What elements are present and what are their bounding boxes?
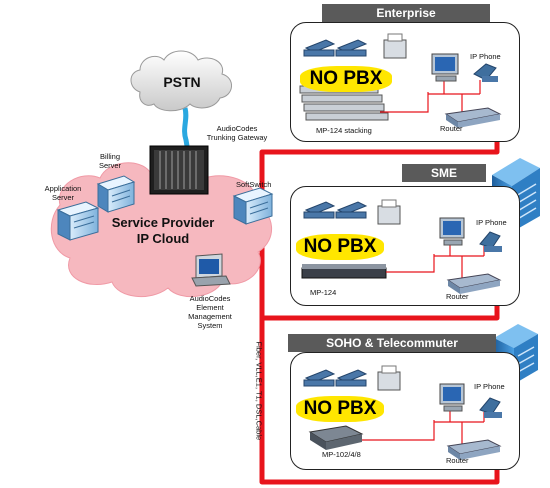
enterprise-ip-phone-icon: [473, 63, 498, 82]
application-server-label: Application Server: [44, 184, 82, 202]
sme-phones-icon: [303, 201, 368, 219]
enterprise-header: Enterprise: [322, 4, 490, 22]
trunking-gateway-label: AudioCodes Trunking Gateway: [206, 124, 268, 142]
soho-ip-phone-label: IP Phone: [474, 382, 505, 391]
trunking-gateway-device: [149, 145, 209, 195]
sme-ip-phone-icon: [479, 231, 502, 252]
enterprise-fax-icon: [383, 33, 407, 59]
softswitch-icon: [232, 187, 274, 225]
soho-router-label: Router: [446, 456, 469, 465]
soho-device-label: MP-102/4/8: [322, 450, 361, 459]
sme-router-label: Router: [446, 292, 469, 301]
ems-label: AudioCodes Element Management System: [188, 294, 232, 330]
pstn-trunk-link: [182, 107, 191, 153]
enterprise-phones-icon: [303, 39, 368, 57]
enterprise-router-icon: [444, 107, 502, 128]
enterprise-pc-icon: [431, 53, 459, 82]
sme-fax-icon: [377, 199, 401, 225]
sme-no-pbx-badge: NO PBX: [296, 234, 384, 260]
softswitch-label: SoftSwitch: [236, 180, 272, 189]
enterprise-no-pbx-badge: NO PBX: [300, 66, 392, 92]
pstn-label: PSTN: [163, 74, 201, 90]
soho-ip-phone-icon: [479, 397, 502, 418]
soho-phones-icon: [303, 369, 368, 387]
soho-pc-icon: [439, 383, 465, 412]
link-soho: [259, 240, 500, 485]
sme-device-label: MP-124: [310, 288, 337, 297]
soho-header: SOHO & Telecommuter: [288, 334, 496, 352]
sme-lan-lines: [386, 244, 485, 278]
soho-mp102-device: [308, 425, 364, 450]
enterprise-lan-lines: [380, 78, 481, 113]
billing-server-label: Billing Server: [98, 152, 122, 170]
application-server-icon: [56, 201, 100, 241]
enterprise-router-label: Router: [440, 124, 463, 133]
sme-mp124-device: [301, 264, 387, 279]
enterprise-device-label: MP-124 stacking: [316, 126, 372, 135]
sme-router-icon: [446, 273, 502, 294]
access-media-label: Fiber, VLL,E1, T1, DSL,Cable: [254, 341, 264, 441]
link-sme: [262, 300, 500, 321]
ip-cloud-label: Service Provider IP Cloud: [111, 215, 215, 246]
soho-fax-icon: [377, 365, 401, 391]
soho-router-icon: [446, 439, 502, 460]
enterprise-ip-phone-label: IP Phone: [470, 52, 501, 61]
billing-server-icon: [96, 175, 136, 213]
sme-header: SME: [402, 164, 486, 182]
sme-ip-phone-label: IP Phone: [476, 218, 507, 227]
sme-pc-icon: [439, 217, 465, 246]
soho-no-pbx-badge: NO PBX: [296, 396, 384, 422]
pstn-cloud: [130, 50, 232, 112]
ems-laptop-icon: [191, 253, 231, 287]
